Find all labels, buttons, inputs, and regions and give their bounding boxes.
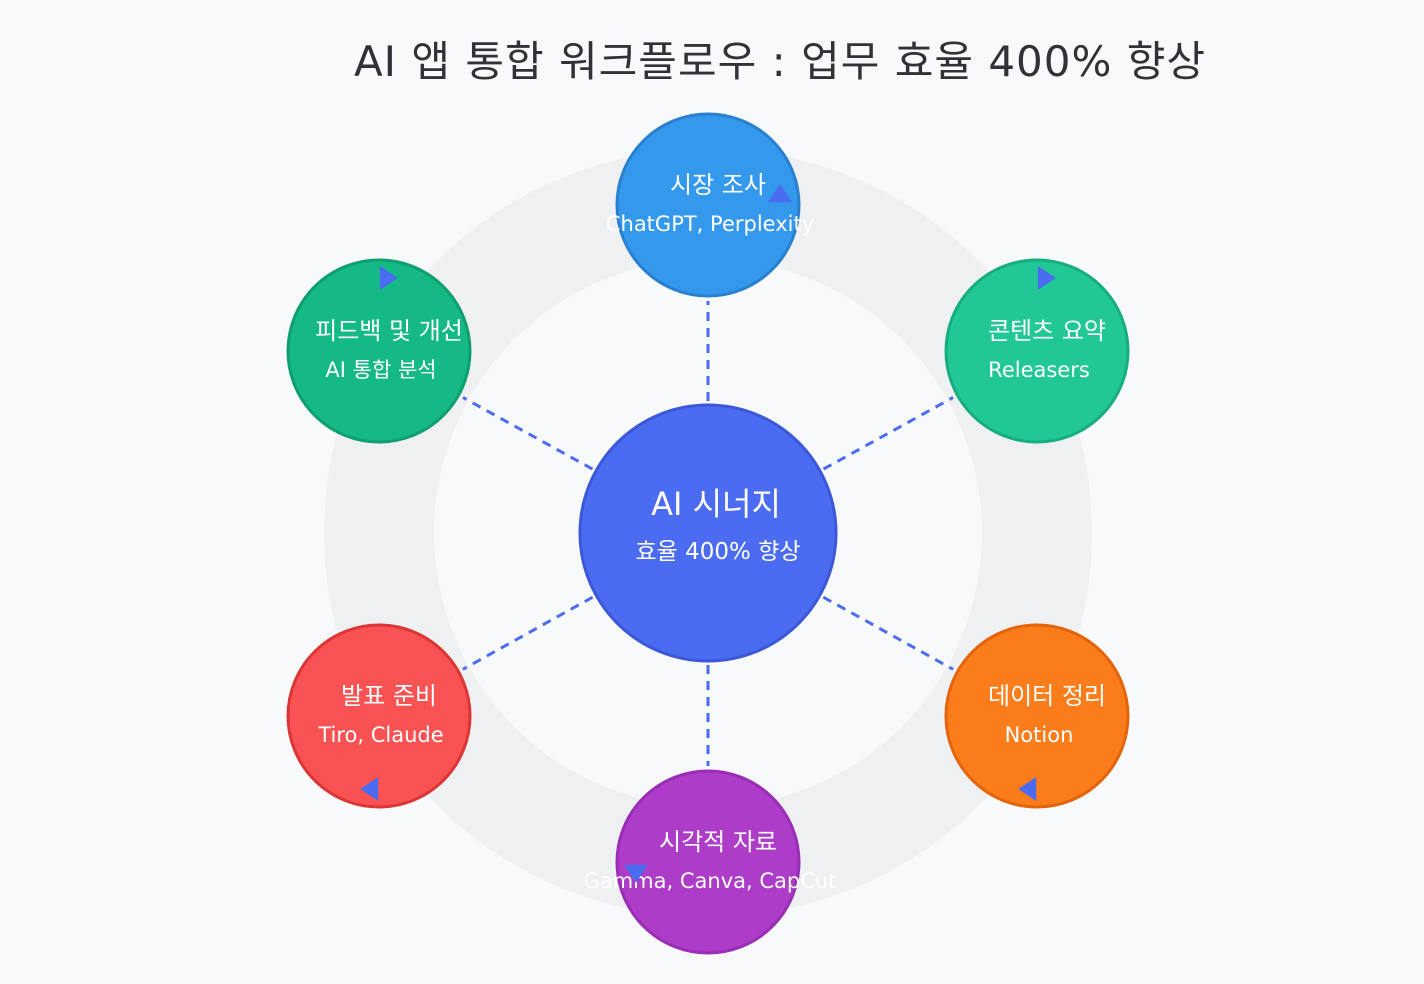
node-feedback-improve: 피드백 및 개선 AI 통합 분석 (286, 258, 472, 444)
node-circle (944, 623, 1130, 809)
node-title: 발표 준비 (341, 682, 437, 710)
hub-title: AI 시너지 (651, 485, 781, 523)
node-visual-material: 시각적 자료 Gamma, Canva, CapCut (584, 769, 837, 955)
flow-arrow-icon (768, 184, 792, 203)
node-subtitle: Notion (1005, 723, 1074, 747)
flow-arrow-icon (624, 864, 648, 883)
hub-subtitle: 효율 400% 향상 (635, 539, 800, 565)
flow-arrow-icon (360, 777, 379, 801)
page-title: AI 앱 통합 워크플로우 : 업무 효율 400% 향상 (353, 37, 1207, 86)
node-subtitle: ChatGPT, Perplexity (606, 212, 814, 236)
connector-presentation-prep (462, 595, 594, 671)
node-title: 피드백 및 개선 (315, 317, 463, 345)
connector-feedback-improve (462, 396, 594, 471)
node-content-summary: 콘텐츠 요약 Releasers (944, 258, 1130, 444)
node-circle (615, 112, 801, 298)
connector-data-organize (822, 595, 954, 671)
node-circle (944, 258, 1130, 444)
node-subtitle: Releasers (988, 358, 1090, 382)
hub-circle (578, 403, 838, 663)
connector-content-summary (822, 396, 954, 471)
node-title: 시각적 자료 (659, 828, 777, 856)
flow-arrow-icon (1018, 777, 1037, 801)
node-data-organize: 데이터 정리 Notion (944, 623, 1130, 809)
node-circle (286, 623, 472, 809)
node-title: 데이터 정리 (988, 682, 1106, 710)
node-circle (286, 258, 472, 444)
node-subtitle: Tiro, Claude (317, 723, 443, 747)
node-title: 콘텐츠 요약 (988, 317, 1106, 345)
node-circle (615, 769, 801, 955)
flow-arrow-icon (1037, 266, 1056, 290)
node-market-research: 시장 조사 ChatGPT, Perplexity (606, 112, 814, 298)
node-title: 시장 조사 (670, 171, 766, 199)
node-presentation-prep: 발표 준비 Tiro, Claude (286, 623, 472, 809)
node-subtitle: Gamma, Canva, CapCut (584, 869, 837, 893)
flow-arrow-icon (379, 266, 398, 290)
node-subtitle: AI 통합 분석 (325, 358, 436, 382)
